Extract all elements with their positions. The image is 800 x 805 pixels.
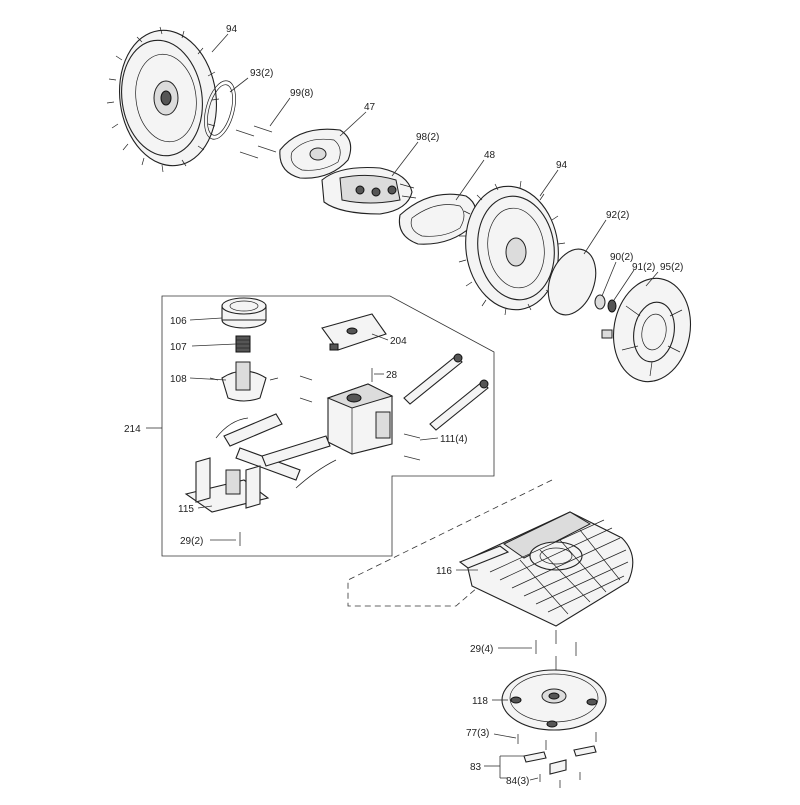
callout-94-right: 94 — [556, 160, 568, 171]
washer-part — [594, 294, 606, 310]
assembly-214-boundary — [161, 295, 495, 557]
nut-part — [607, 299, 617, 313]
callout-48: 48 — [484, 150, 496, 161]
callout-labels: 94 93(2) 99(8) 47 98(2) 48 94 92(2) 90(2… — [124, 24, 683, 787]
spring-part — [235, 335, 251, 353]
callout-204: 204 — [390, 336, 407, 347]
screws-99-part — [235, 125, 277, 159]
callout-99: 99(8) — [290, 88, 313, 99]
callout-214: 214 — [124, 424, 141, 435]
callout-95: 95(2) — [660, 262, 683, 273]
callout-106: 106 — [170, 316, 187, 327]
hubcap-part — [547, 248, 597, 316]
callout-84: 84(3) — [506, 776, 529, 787]
callout-118: 118 — [472, 696, 488, 707]
callout-28: 28 — [386, 370, 398, 381]
linkage-part — [215, 413, 337, 489]
callout-92: 92(2) — [606, 210, 629, 221]
callout-91: 91(2) — [632, 262, 655, 273]
gearbox-cover-part — [279, 128, 352, 179]
cover-plate-part — [321, 313, 387, 351]
callout-83: 83 — [470, 762, 482, 773]
base-bracket-part — [184, 457, 270, 513]
callout-98: 98(2) — [416, 132, 439, 143]
callout-111: 111(4) — [440, 434, 467, 445]
callout-94-left: 94 — [226, 24, 238, 35]
callout-93: 93(2) — [250, 68, 273, 79]
gasket-part — [398, 193, 477, 245]
screws-77-part — [517, 732, 597, 750]
callout-77: 77(3) — [466, 728, 489, 739]
callout-90: 90(2) — [610, 252, 633, 263]
wheel-left-part — [106, 26, 220, 173]
callout-116: 116 — [436, 566, 452, 577]
blades-part — [523, 745, 597, 775]
callout-107: 107 — [170, 342, 187, 353]
o-ring-part — [204, 80, 236, 140]
wheel-cover-part — [601, 277, 692, 383]
screws-84-part — [539, 772, 581, 788]
height-adjuster-part — [209, 361, 279, 402]
callout-47: 47 — [364, 102, 376, 113]
rods-part — [403, 353, 489, 431]
wheel-right-part — [458, 180, 566, 316]
callout-29-upper: 29(2) — [180, 536, 203, 547]
knob-part — [221, 297, 267, 329]
screws-29-lower-part — [535, 630, 577, 670]
small-screws-part — [299, 375, 421, 461]
callout-115: 115 — [178, 504, 194, 515]
leader-lines — [146, 33, 659, 781]
blade-disc-part — [501, 669, 607, 731]
motor-part — [326, 383, 394, 455]
chassis-part — [458, 511, 634, 627]
gearbox-part — [321, 166, 417, 215]
callout-29-lower: 29(4) — [470, 644, 493, 655]
callout-108: 108 — [170, 374, 187, 385]
